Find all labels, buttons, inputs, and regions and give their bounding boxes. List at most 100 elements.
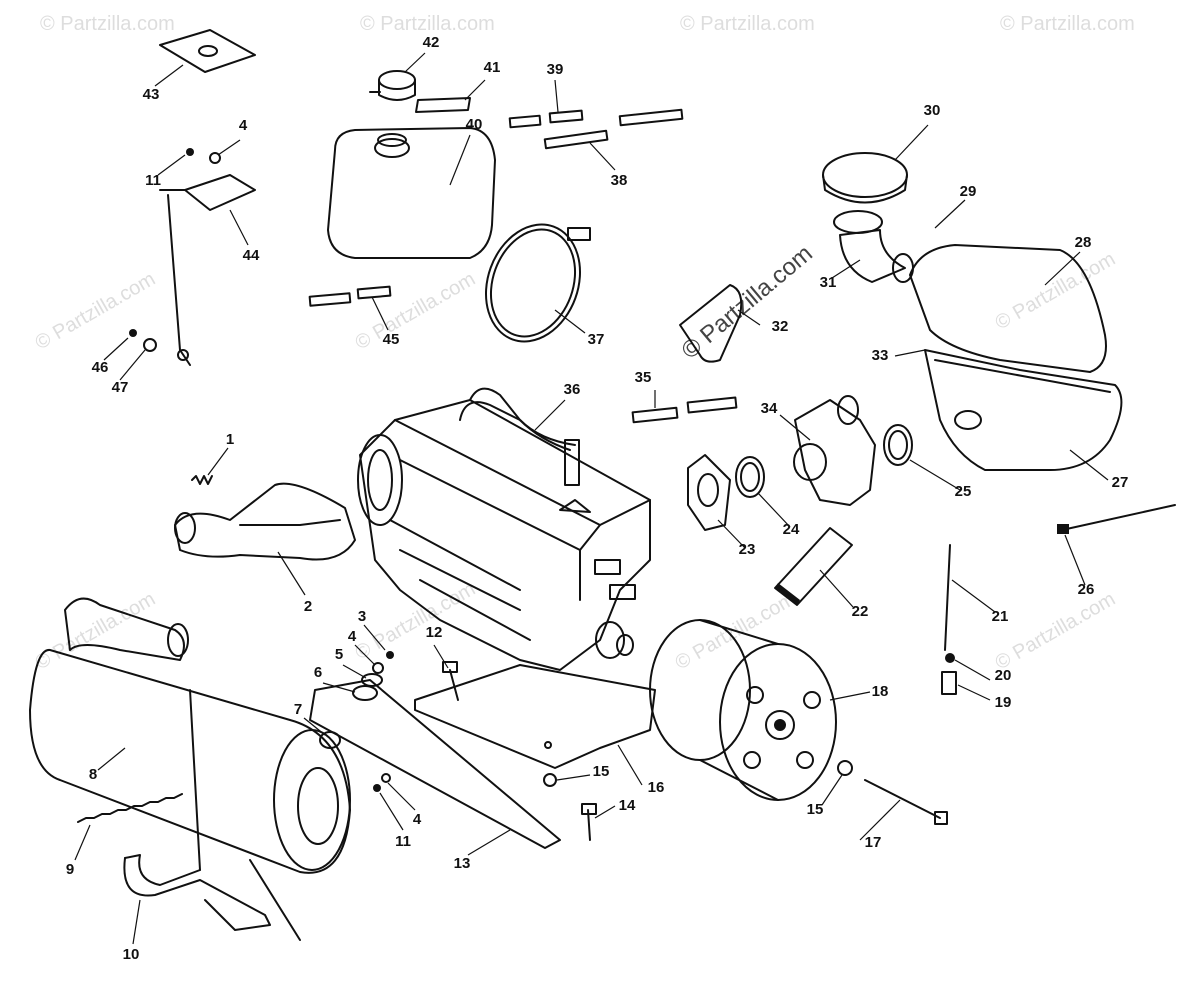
callout-32: 32 [772,318,789,335]
part-28-lid [909,244,1107,373]
callout-11: 11 [395,833,411,850]
callout-15-right: 15 [807,801,824,818]
part-25-clamp [883,424,913,466]
part-19-end [941,671,957,695]
part-32-clip [679,284,743,363]
callout-18: 18 [872,683,889,700]
callout-34: 34 [761,400,778,417]
callout-labels: 1 2 3 4 5 6 7 8 9 10 11 12 13 14 15 16 1… [66,34,1129,963]
callout-37: 37 [588,331,605,348]
part-14-bolt [581,803,597,841]
callout-9: 9 [66,861,74,878]
part-20-nut [945,653,955,663]
callout-10: 10 [123,946,140,963]
leader-lines [74,52,1109,945]
part-4-washer-b [381,773,391,783]
part-6-spacer [352,685,378,701]
callout-17: 17 [865,834,882,851]
callout-4-lower: 4 [413,811,422,828]
callout-25: 25 [955,483,972,500]
watermark: © Partzilla.com [32,268,160,354]
callout-23: 23 [739,541,756,558]
callout-24: 24 [783,521,800,538]
part-31-elbow [839,229,914,283]
part-22-belt [774,527,853,606]
callout-4-upper: 4 [239,117,248,134]
callout-43: 43 [143,86,160,103]
callout-8: 8 [89,766,97,783]
part-16-plate [414,664,656,769]
watermarks: © Partzilla.com © Partzilla.com © Partzi… [32,13,1135,674]
callout-1: 1 [226,431,234,448]
part-46-nut [129,329,137,337]
part-9-spring [77,793,183,823]
callout-11-upper: 11 [145,172,161,189]
callout-33: 33 [872,347,889,364]
callout-26: 26 [1078,581,1095,598]
callout-29: 29 [960,183,977,200]
watermark-center: © Partzilla.com [677,240,818,365]
part-12-bolt [442,661,459,701]
part-24-clamp [735,456,765,498]
callout-30: 30 [924,102,941,119]
callout-14: 14 [619,797,636,814]
callout-19: 19 [995,694,1012,711]
part-27-box [924,349,1123,471]
callout-47: 47 [112,379,129,396]
part-4-washer [372,662,384,674]
callout-4: 4 [348,628,357,645]
callout-12: 12 [426,624,443,641]
part-17-bolt [864,779,948,825]
watermark: © Partzilla.com [40,13,175,35]
callout-7: 7 [294,701,302,718]
callout-15: 15 [593,763,610,780]
part-3-nut [386,651,394,659]
callout-21: 21 [992,608,1009,625]
part-37-clamp [484,223,591,343]
callout-27: 27 [1112,474,1129,491]
part-2-manifold [174,482,356,561]
callout-38: 38 [611,172,628,189]
part-36-wire [459,401,576,446]
callout-6: 6 [314,664,322,681]
callout-13: 13 [454,855,471,872]
callout-28: 28 [1075,234,1092,251]
part-15-nut-b [543,773,557,787]
part-23-gasket [687,454,731,531]
part-47-washer [143,338,157,352]
callout-2: 2 [304,598,312,615]
part-41-decal [415,97,471,113]
watermark: © Partzilla.com [992,588,1120,674]
part-1-spring [191,475,213,485]
part-30-filter [822,152,908,204]
callout-31: 31 [820,274,837,291]
part-45-hoses [308,285,392,307]
part-8-muffler [29,597,351,941]
callout-20: 20 [995,667,1012,684]
part-13-plate [309,679,561,849]
callout-40: 40 [466,116,483,133]
engine-assembly [357,387,651,671]
watermark: © Partzilla.com [352,578,480,664]
part-10-strap [123,854,271,931]
part-38-39-hoses [508,108,684,150]
watermark: © Partzilla.com [360,13,495,35]
watermark: © Partzilla.com [992,248,1120,334]
callout-45: 45 [383,331,400,348]
callout-41: 41 [484,59,501,76]
callout-39: 39 [547,61,564,78]
part-35-hoses [631,396,738,424]
part-15-nut [837,760,853,776]
part-11-nut [373,784,381,792]
part-34-carburetor [793,395,876,506]
watermark: © Partzilla.com [1000,13,1135,35]
part-21-rod [944,544,951,651]
callout-36: 36 [564,381,581,398]
part-42-cap [369,70,416,101]
callout-42: 42 [423,34,440,51]
part-5-grommet [361,673,383,687]
callout-35: 35 [635,369,652,386]
callout-44: 44 [243,247,260,264]
watermark: © Partzilla.com [680,13,815,35]
